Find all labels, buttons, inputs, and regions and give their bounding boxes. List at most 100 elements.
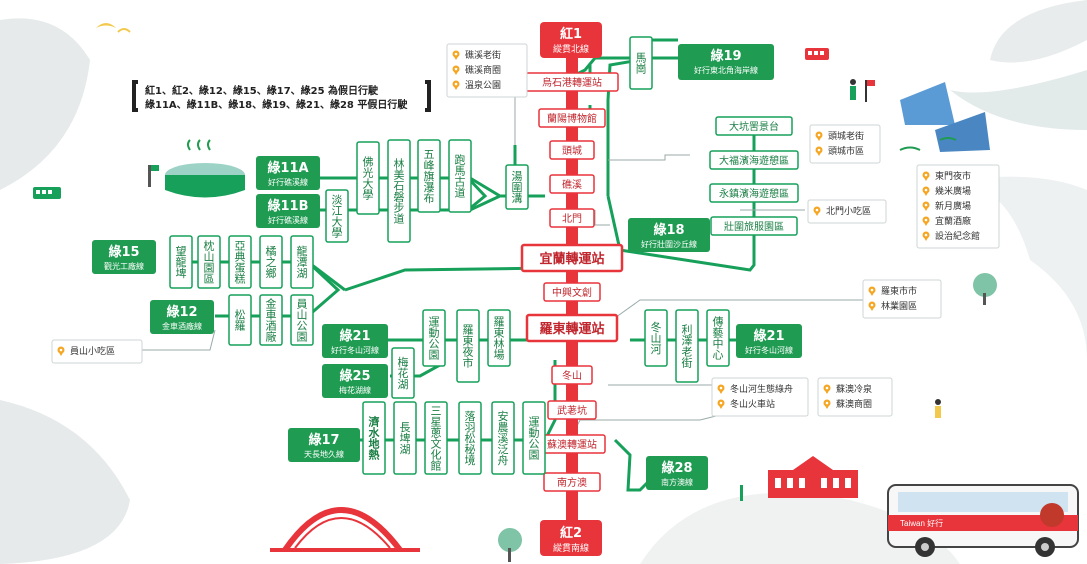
route-stop-char: 江: [332, 204, 343, 217]
route-stop-char: 蛋: [235, 261, 246, 274]
location-pin-icon: [452, 65, 460, 75]
route-stop: 長埤湖: [393, 401, 417, 475]
route-name: 南方澳線: [661, 477, 693, 487]
route-stop-char: 廠: [266, 329, 277, 343]
route-stop: 大福濱海遊憩區: [709, 150, 799, 170]
route-stop-char: 心: [713, 348, 724, 361]
route-stop-char: 羽: [465, 421, 476, 434]
route-name: 好行冬山河線: [331, 345, 379, 355]
route-stop-char: 中: [713, 337, 724, 350]
route-stop-char: 長: [400, 421, 411, 434]
route-stop-char: 東: [463, 334, 474, 347]
route-stop: 大坑罟景台: [715, 116, 793, 136]
route-stop-char: 美: [394, 168, 405, 181]
route-stop-char: 龍: [176, 255, 187, 269]
route-stop-char: 步: [394, 201, 405, 214]
trunk-stop-label: 中興文創: [552, 286, 592, 299]
trunk-stop: 宜蘭轉運站: [520, 243, 624, 273]
svg-text:紅2: 紅2: [560, 525, 582, 541]
route-stop-char: 車: [266, 307, 277, 321]
route-stop-char: 松: [235, 307, 246, 321]
poi-label: 員山小吃區: [70, 345, 115, 357]
route-stop-char: 員: [297, 297, 308, 310]
route-stop-char: 東: [494, 326, 505, 339]
route-name: 好行冬山河線: [745, 345, 793, 355]
flag-icon: [740, 485, 743, 501]
route-stop-char: 五: [424, 148, 435, 161]
route-stop-char: 水: [369, 425, 381, 439]
route-stop-char: 旗: [424, 169, 435, 183]
location-pin-icon: [717, 384, 725, 394]
route-stop-char: 濟: [369, 414, 380, 428]
route-stop-char: 溝: [512, 192, 523, 205]
route-stop-label: 永鎮濱海遊憩區: [719, 187, 789, 200]
route-code: 綠21: [339, 328, 370, 344]
svg-text:紅1: 紅1: [560, 26, 582, 42]
location-pin-icon: [815, 131, 823, 141]
route-stop-char: 湖: [400, 443, 411, 456]
route-stop-char: 大: [363, 176, 374, 190]
route-stop-char: 羅: [235, 319, 246, 332]
location-pin-icon: [922, 231, 930, 241]
route-stop: 冬山河: [644, 309, 668, 367]
trunk-stop: 北門: [549, 208, 595, 228]
route-name: 天長地久線: [304, 449, 344, 459]
route-code: 綠18: [653, 222, 684, 238]
poi-label: 礁溪老街: [465, 49, 501, 61]
route-stop-char: 澤: [682, 334, 693, 347]
poi-label: 頭城市區: [828, 145, 864, 157]
location-pin-icon: [922, 216, 930, 226]
route-stop-char: 大: [332, 214, 343, 228]
route-stop-char: 街: [682, 355, 693, 369]
poi-label: 頭城老街: [828, 130, 864, 142]
trunk-stop-label: 宜蘭轉運站: [539, 251, 604, 267]
poi-label: 林業園區: [881, 300, 917, 312]
route-stop-char: 舟: [498, 453, 509, 467]
route-stop-char: 園: [529, 448, 540, 461]
sun-icon: [96, 23, 131, 33]
svg-text:縱貫南線: 縱貫南線: [553, 542, 589, 554]
route-stop-char: 館: [431, 458, 442, 472]
route-stop: 金車酒廠: [259, 294, 283, 346]
poi-group-beimen: 北門小吃區: [807, 199, 887, 224]
route-stop-char: 瀑: [424, 181, 435, 194]
location-pin-icon: [717, 399, 725, 409]
route-stop: 馬崗: [629, 36, 653, 90]
route-stop-label: 大福濱海遊憩區: [719, 154, 789, 167]
bus-icon: [33, 187, 61, 199]
solar-panels-icon: [899, 82, 990, 152]
trunk-stop-label: 蘭陽博物館: [547, 112, 597, 125]
route-stop-char: 埤: [176, 267, 187, 280]
route-stop-char: 峰: [424, 159, 435, 172]
location-pin-icon: [823, 399, 831, 409]
route-stop-char: 跑: [455, 152, 466, 166]
route-stop: 松羅: [228, 294, 252, 346]
trunk-stop: 武荖坑: [547, 400, 597, 420]
location-pin-icon: [823, 384, 831, 394]
route-stop-char: 亞: [235, 239, 246, 252]
route-stop-char: 冬: [651, 320, 662, 334]
trunk-stop-label: 頭城: [562, 145, 582, 157]
station-building-icon: [768, 456, 858, 498]
location-pin-icon: [813, 206, 821, 216]
route-stop-char: 梅: [398, 355, 409, 369]
route-stop-char: 酒: [266, 319, 277, 332]
terminal-south: 紅2 縱貫南線: [540, 520, 602, 556]
tree-icon: [973, 273, 997, 305]
hot-spring-icon: [165, 139, 245, 198]
route-stop-char: 園: [297, 330, 308, 343]
route-stop-char: 羅: [494, 315, 505, 328]
poi-label: 溫泉公園: [465, 79, 501, 91]
route-stop-char: 山: [651, 332, 662, 345]
route-stop-char: 老: [682, 345, 693, 358]
route-stop-char: 湖: [398, 378, 409, 391]
route-stop-char: 公: [297, 319, 308, 332]
